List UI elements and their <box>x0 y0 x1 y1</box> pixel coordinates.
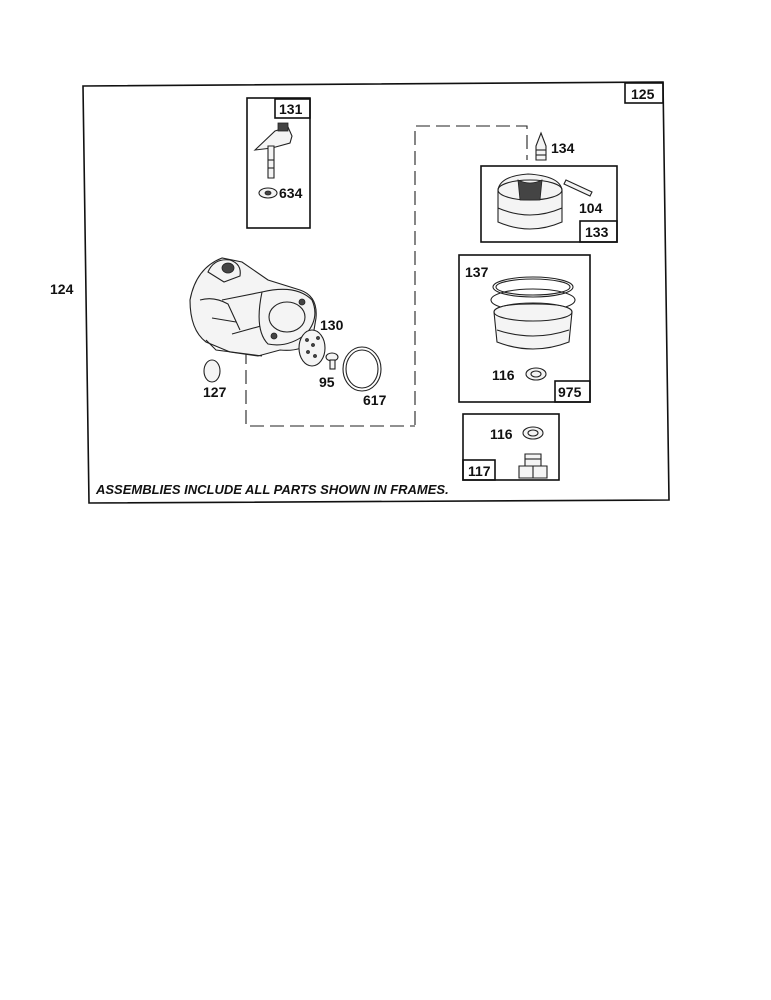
part-label-127: 127 <box>203 384 227 400</box>
frame-975: 975 137 116 <box>458 254 591 403</box>
part-label-130: 130 <box>320 317 344 333</box>
gasket-ring-icon <box>492 276 574 298</box>
part-label-116-nut: 116 <box>490 426 513 442</box>
part-label-975: 975 <box>558 384 582 400</box>
frame-117: 117 116 <box>462 413 560 481</box>
part-label-133: 133 <box>585 224 609 240</box>
plug-icon <box>203 359 221 383</box>
connector-line-upper <box>414 125 528 425</box>
part-label-134: 134 <box>551 140 575 156</box>
needle-icon <box>535 131 547 161</box>
part-label-116-bowl: 116 <box>492 367 515 383</box>
baffle-plate-icon <box>298 329 326 367</box>
float-icon <box>497 173 563 230</box>
float-bowl-icon <box>490 288 576 350</box>
part-label-634: 634 <box>279 185 303 201</box>
part-label-125: 125 <box>631 86 655 102</box>
part-label-617: 617 <box>363 392 387 408</box>
float-pin-icon <box>563 179 593 197</box>
carburetor-icon <box>189 257 317 357</box>
part-label-137: 137 <box>465 264 489 280</box>
frame-133: 133 104 <box>480 165 618 243</box>
part-label-124: 124 <box>50 281 74 297</box>
assemblies-note: ASSEMBLIES INCLUDE ALL PARTS SHOWN IN FR… <box>95 482 449 497</box>
part-label-117: 117 <box>468 463 491 479</box>
part-label-95: 95 <box>319 374 335 390</box>
label-box-125: 125 <box>624 82 664 104</box>
screw-icon <box>325 352 339 370</box>
outer-assembly-frame <box>82 81 670 504</box>
o-ring-icon <box>342 346 382 392</box>
part-label-131: 131 <box>279 101 303 117</box>
washer-icon <box>522 426 544 440</box>
washer-icon <box>525 367 547 381</box>
part-label-104: 104 <box>579 200 603 216</box>
frame-131: 131 634 <box>246 97 311 229</box>
connector-line-lower <box>245 350 415 427</box>
bowl-nut-icon <box>518 453 548 479</box>
throttle-shaft-icon <box>253 122 293 179</box>
seal-icon <box>258 187 278 199</box>
